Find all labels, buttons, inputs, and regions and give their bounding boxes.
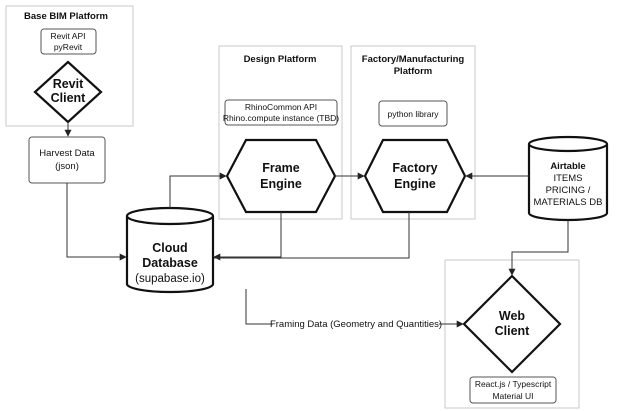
harvest-data-label: Harvest Data <box>39 148 95 159</box>
factory-platform-title-line1: Factory/Manufacturing <box>362 54 465 65</box>
harvest-json-label: (json) <box>55 161 79 172</box>
frame-engine-label-line2: Engine <box>260 177 302 191</box>
web-stack-label-line2: Material UI <box>492 391 533 401</box>
python-library-label: python library <box>387 109 439 119</box>
web-stack-box <box>469 376 557 404</box>
airtable-title: Airtable <box>550 161 585 172</box>
factory-engine-label-line2: Engine <box>394 177 436 191</box>
airtable-cylinder <box>527 135 609 222</box>
connector-database-to-frame-engine <box>169 172 227 208</box>
rhinocommon-api-label: RhinoCommon API <box>245 102 317 112</box>
rhinocommon-api-box <box>224 99 338 126</box>
revit-client-label-line1: Revit <box>53 77 84 91</box>
web-stack-label-line1: React.js / Typescript <box>475 379 552 389</box>
revit-api-box <box>40 28 97 55</box>
revit-client-label-line2: Client <box>51 91 87 105</box>
web-client-diamond <box>462 274 562 374</box>
web-client-label-line1: Web <box>499 309 526 323</box>
cloud-db-label-line2: Database <box>142 256 198 270</box>
connector-frame-engine-to-database <box>213 212 282 261</box>
design-platform-title: Design Platform <box>244 54 317 65</box>
rhino-compute-label: Rhino.compute instance (TBD) <box>223 113 339 123</box>
factory-platform-title-line2: Platform <box>394 66 433 77</box>
airtable-line-pricing: PRICING / <box>546 185 591 196</box>
factory-engine-label-line1: Factory <box>392 161 437 175</box>
base-bim-platform-title: Base BIM Platform <box>24 11 108 22</box>
airtable-line-materials: MATERIALS DB <box>534 197 603 208</box>
pyrevit-label: pyRevit <box>54 42 83 52</box>
cloud-database-cylinder <box>125 206 215 294</box>
frame-engine-hexagon <box>225 138 337 214</box>
revit-api-label: Revit API <box>51 31 86 41</box>
connector-factory-engine-to-database <box>214 212 410 259</box>
web-client-label-line2: Client <box>495 324 531 338</box>
connector-harvest-to-database <box>66 183 127 261</box>
cloud-db-label-line3: (supabase.io) <box>135 273 205 285</box>
cloud-db-label-line1: Cloud <box>152 241 187 255</box>
connector-airtable-to-web-client <box>508 220 569 276</box>
factory-engine-hexagon <box>363 138 467 214</box>
airtable-line-items: ITEMS <box>553 173 582 184</box>
python-library-box <box>378 100 448 127</box>
framing-data-label: Framing Data (Geometry and Quantities) <box>270 319 442 330</box>
harvest-data-box <box>28 136 106 184</box>
framing-data-label-bg <box>273 316 439 330</box>
frame-engine-label-line1: Frame <box>262 161 300 175</box>
